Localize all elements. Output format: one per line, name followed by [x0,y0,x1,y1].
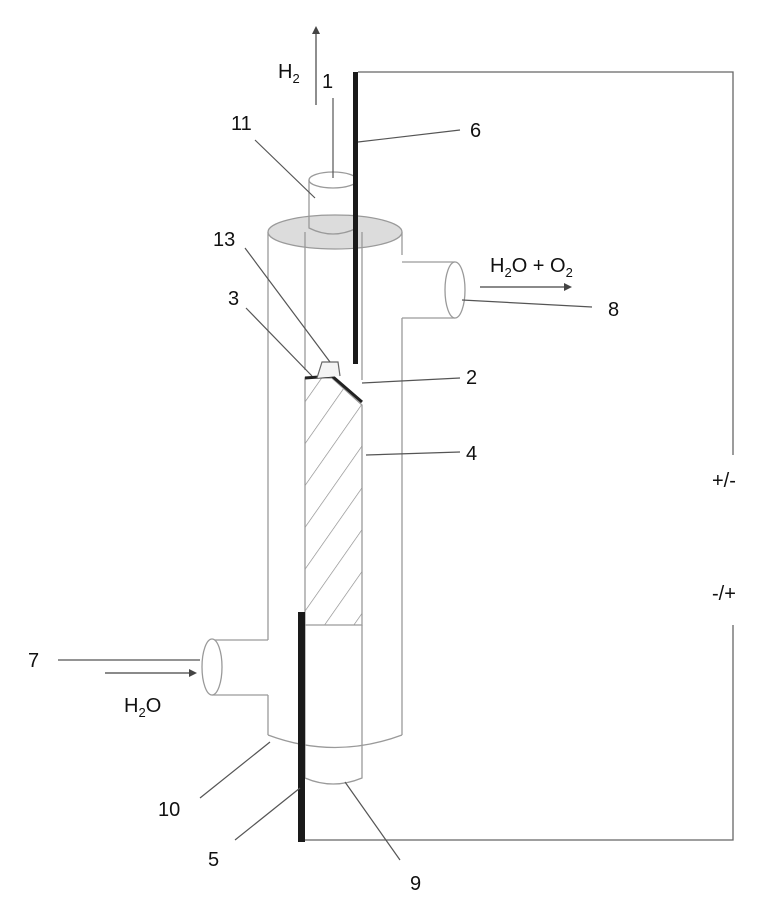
outer-cylinder-top [268,215,402,249]
h2-label: H2 [278,61,300,86]
hatched-membrane [305,378,362,625]
lead-6 [358,130,460,142]
seal-13 [317,362,340,378]
label-6: 6 [470,120,481,142]
outer-cylinder-bottom [268,735,402,748]
outlet-port-end [445,262,465,318]
circuit-wire-bottom [305,625,733,840]
polarity-bottom: -/+ [712,583,736,605]
lead-2 [362,378,460,383]
water-inlet-label: H2O [124,695,161,720]
label-8: 8 [608,299,619,321]
polarity-top: +/- [712,470,736,492]
label-11: 11 [231,113,252,135]
lead-4 [366,452,460,455]
lead-13 [245,248,330,362]
electrode-6 [353,72,358,364]
lead-9 [345,782,400,860]
lead-8 [462,300,592,307]
label-7: 7 [28,650,39,672]
outlet-arrowhead [564,283,572,291]
lead-3 [246,308,312,376]
lead-10 [200,742,270,798]
outlet-label: H2O + O2 [490,255,573,280]
label-9: 9 [410,873,421,895]
label-10: 10 [158,799,180,821]
label-4: 4 [466,443,477,465]
label-1: 1 [322,71,333,93]
inlet-port-end [202,639,222,695]
label-2: 2 [466,367,477,389]
h2-arrowhead [312,26,320,34]
label-13: 13 [213,229,235,251]
lead-11 [255,140,315,198]
label-5: 5 [208,849,219,871]
inlet-arrowhead [189,669,197,677]
lead-5 [235,788,300,840]
electrode-5 [298,612,305,842]
label-3: 3 [228,288,239,310]
inner-tube-bottom [305,735,362,784]
